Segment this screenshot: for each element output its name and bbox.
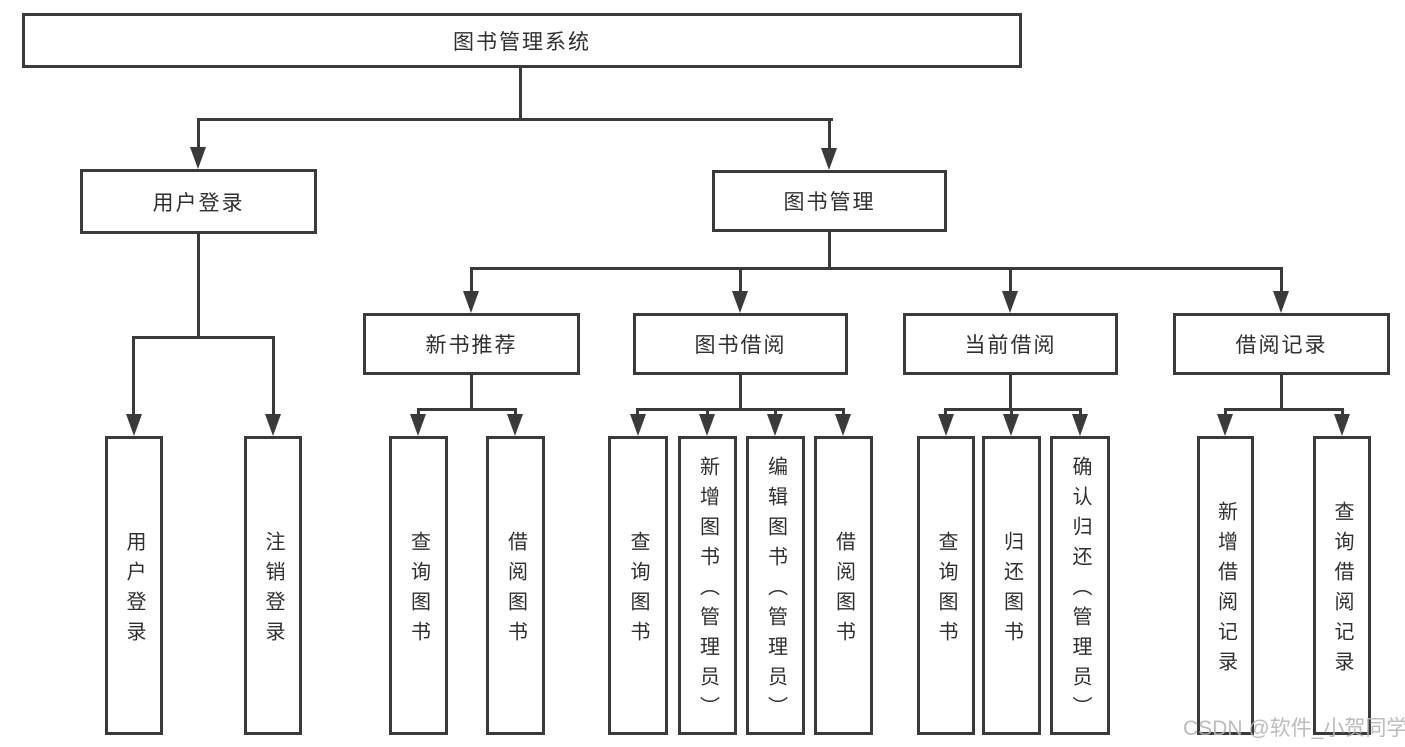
connector-line [1009,267,1012,295]
connector-line [519,68,522,120]
connector-line [197,118,200,152]
node-label: 查询图书 [407,530,430,651]
leaf-user-login: 用户登录 [105,436,163,735]
arrowhead-icon [463,291,479,313]
node-borrowing-records: 借阅记录 [1173,313,1390,375]
leaf-add-borrow-record: 新增借阅记录 [1197,436,1254,735]
node-label: 编辑图书（管理员） [764,455,787,726]
node-label: 借阅图书 [832,530,855,651]
node-label: 当前借阅 [964,334,1057,357]
connector-line [470,267,1283,270]
connector-line [636,408,845,411]
node-library-management-system: 图书管理系统 [22,13,1022,68]
leaf-add-books-admin: 新增图书（管理员） [678,436,737,735]
leaf-query-books-borrowing: 查询图书 [608,436,668,735]
arrowhead-icon [1334,414,1350,436]
arrowhead-icon [265,414,281,436]
arrowhead-icon [1003,414,1019,436]
node-label: 新增借阅记录 [1214,500,1237,681]
node-label: 用户登录 [152,191,245,215]
connector-line [1280,375,1283,411]
node-user-login: 用户登录 [80,169,317,234]
connector-line [470,375,473,411]
connector-line [1009,375,1012,411]
arrowhead-icon [507,414,523,436]
leaf-borrow-books: 借阅图书 [814,436,873,735]
arrowhead-icon [630,414,646,436]
arrowhead-icon [767,414,783,436]
connector-line [944,408,1082,411]
node-label: 用户登录 [123,530,145,651]
leaf-confirm-return-admin: 确认归还（管理员） [1050,436,1110,735]
arrowhead-icon [732,291,748,313]
node-new-book-recommendation: 新书推荐 [363,313,580,375]
leaf-edit-books-admin: 编辑图书（管理员） [746,436,805,735]
watermark: CSDN @软件_小贺同学 [1183,717,1405,740]
leaf-return-books: 归还图书 [982,436,1041,735]
node-book-borrowing: 图书借阅 [633,313,848,375]
arrowhead-icon [835,414,851,436]
node-label: 归还图书 [1000,530,1023,651]
node-book-management: 图书管理 [712,170,947,232]
node-label: 查询借阅记录 [1331,500,1353,681]
node-current-borrowing: 当前借阅 [903,313,1118,375]
arrowhead-icon [938,414,954,436]
node-label: 图书借阅 [694,334,787,357]
leaf-query-borrow-record: 查询借阅记录 [1313,436,1371,735]
arrowhead-icon [821,148,837,170]
arrowhead-icon [190,147,206,169]
connector-line [132,336,135,420]
connector-line [739,267,742,295]
node-label: 注销登录 [262,530,284,651]
node-label: 借阅图书 [504,530,527,651]
node-label: 确认归还（管理员） [1069,455,1091,726]
arrowhead-icon [1273,291,1289,313]
connector-line [132,336,275,339]
node-label: 查询图书 [935,530,957,651]
node-label: 借阅记录 [1235,334,1328,357]
node-label: 图书管理系统 [453,30,591,54]
leaf-query-books-recommend: 查询图书 [389,436,448,735]
arrowhead-icon [1002,291,1018,313]
arrowhead-icon [699,414,715,436]
connector-line [470,267,473,295]
connector-line [417,408,517,411]
connector-line [272,336,275,420]
connector-line [197,234,200,339]
connector-line [1224,408,1344,411]
leaf-query-books-current: 查询图书 [917,436,975,735]
arrowhead-icon [410,414,426,436]
node-label: 新增图书（管理员） [696,455,719,726]
connector-line [828,118,831,152]
leaf-logout: 注销登录 [244,436,302,735]
connector-line [739,375,742,411]
connector-line [1280,267,1283,295]
arrowhead-icon [1217,414,1233,436]
node-label: 新书推荐 [425,334,518,357]
arrowhead-icon [126,414,142,436]
node-label: 查询图书 [627,530,649,651]
arrowhead-icon [1072,414,1088,436]
connector-line [828,232,831,270]
connector-line [197,118,833,121]
node-label: 图书管理 [783,191,876,214]
leaf-borrow-books-recommend: 借阅图书 [486,436,545,735]
